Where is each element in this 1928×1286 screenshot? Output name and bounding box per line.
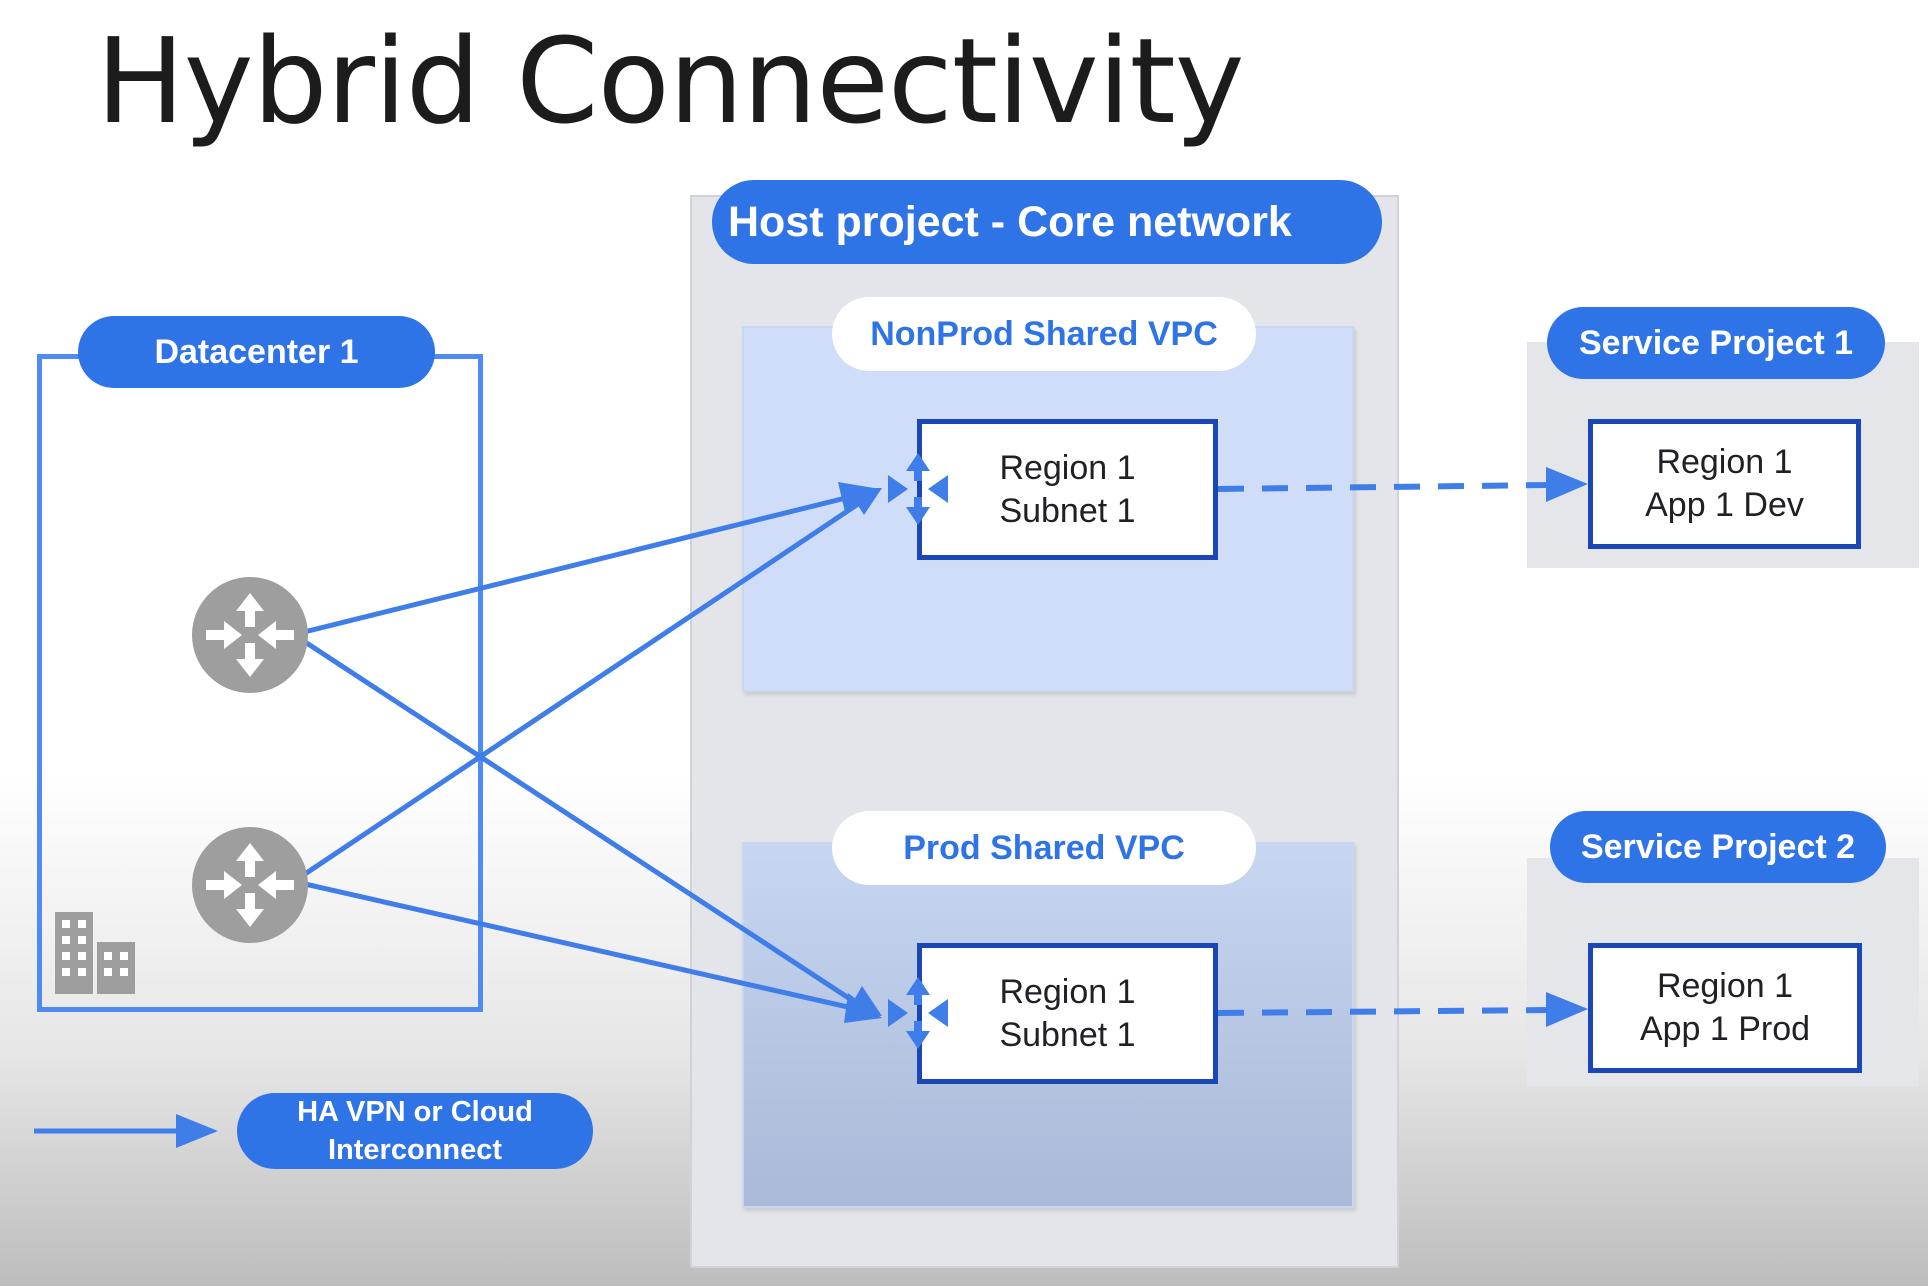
link-router2-nonprod <box>294 493 872 883</box>
nonprod-region-line1: Region 1 <box>999 448 1136 487</box>
service-project-2-label: Service Project 2 <box>1550 811 1886 883</box>
nonprod-region-box: Region 1 Subnet 1 <box>917 419 1218 560</box>
service-project-1-region-box: Region 1 App 1 Dev <box>1588 419 1861 549</box>
prod-region-box: Region 1 Subnet 1 <box>917 943 1218 1084</box>
subnet-cross-arrows-icon <box>888 453 948 525</box>
router-icon <box>192 577 308 693</box>
dashed-links <box>1217 467 1588 1027</box>
legend-arrow-icon <box>34 1114 218 1148</box>
service-project-2-region-box: Region 1 App 1 Prod <box>1588 943 1862 1073</box>
service-project-2-region-line1: Region 1 <box>1656 967 1794 1005</box>
dashed-arrowhead-dev <box>1546 467 1588 502</box>
legend-line1: HA VPN or Cloud <box>297 1096 533 1128</box>
service-project-1-region-line1: Region 1 <box>1656 443 1793 481</box>
router-icon <box>192 827 308 943</box>
host-project-label: Host project - Core network <box>712 180 1382 264</box>
service-project-1-region-line2: App 1 Dev <box>1645 486 1804 524</box>
service-project-2-region-line2: App 1 Prod <box>1639 1010 1811 1048</box>
prod-region-line2: Subnet 1 <box>999 1015 1136 1054</box>
link-router1-nonprod <box>295 489 871 637</box>
dashed-link-prod <box>1217 1007 1551 1016</box>
dashed-link-dev <box>1217 482 1551 492</box>
vpn-connection-lines <box>294 482 882 1023</box>
subnet-cross-arrows-icon <box>888 977 948 1049</box>
prod-vpc-label: Prod Shared VPC <box>832 811 1256 885</box>
datacenter-label: Datacenter 1 <box>78 316 435 388</box>
link-router1-prod <box>294 633 872 1015</box>
legend-label: HA VPN or Cloud Interconnect <box>237 1093 593 1169</box>
prod-region-line1: Region 1 <box>999 972 1136 1011</box>
arrowhead-prod-2 <box>846 986 882 1016</box>
service-project-1-label: Service Project 1 <box>1547 307 1885 379</box>
legend-line2: Interconnect <box>327 1134 503 1166</box>
page-title: Hybrid Connectivity <box>96 12 1245 150</box>
nonprod-vpc-label: NonProd Shared VPC <box>832 297 1256 371</box>
nonprod-region-line2: Subnet 1 <box>999 491 1136 530</box>
link-router2-prod <box>295 879 871 1015</box>
arrowhead-nonprod-2 <box>847 488 882 515</box>
dashed-arrowhead-prod <box>1546 992 1588 1027</box>
building-icon <box>55 912 135 994</box>
